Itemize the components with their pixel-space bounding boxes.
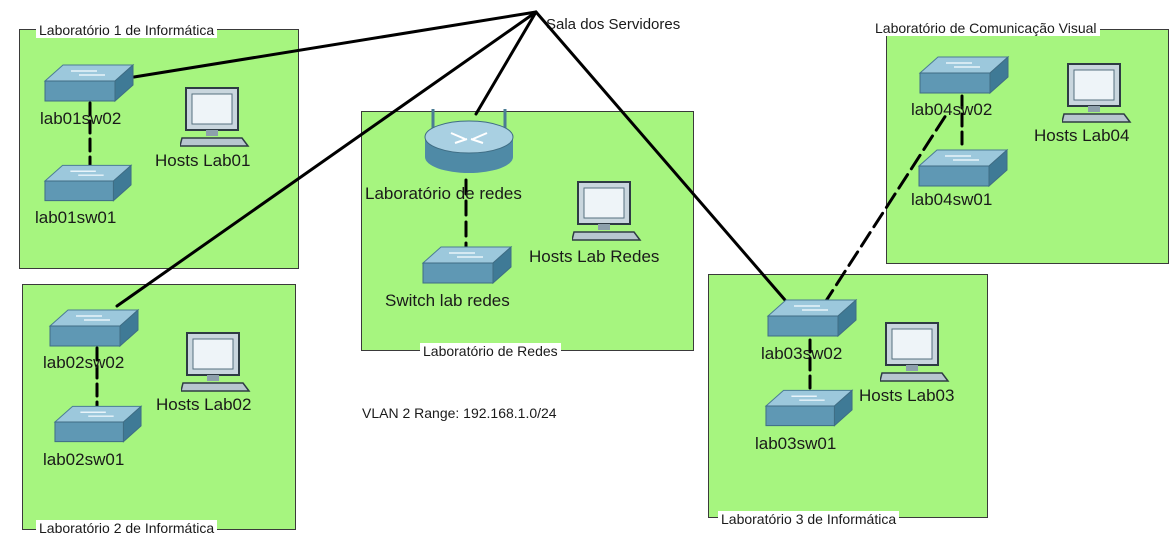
switch-icon[interactable] — [53, 404, 143, 444]
router-icon[interactable] — [421, 105, 517, 177]
link-lab03-lab04 — [822, 110, 950, 306]
lab02-sw-top-label: lab02sw02 — [43, 353, 125, 372]
lab02-sw-bottom-label: lab02sw01 — [43, 450, 125, 469]
switch-icon[interactable] — [43, 163, 133, 203]
router-label: Laboratório de redes — [365, 184, 522, 203]
lab01-hosts-label: Hosts Lab01 — [155, 151, 251, 170]
lab-redes-title: Laboratório de Redes — [420, 343, 561, 359]
redes-switch-label: Switch lab redes — [385, 291, 510, 310]
switch-icon[interactable] — [917, 148, 1009, 188]
redes-hosts-label: Hosts Lab Redes — [529, 247, 660, 266]
lab04-sw-top-label: lab04sw02 — [911, 100, 993, 119]
lab04-sw-bottom-label: lab04sw01 — [911, 190, 993, 209]
link-server-router — [474, 10, 538, 116]
link-server-lab03 — [534, 10, 787, 302]
lab03-sw-bottom-label: lab03sw01 — [755, 434, 837, 453]
lab01-sw-top-label: lab01sw02 — [40, 109, 122, 128]
link-server-lab02 — [115, 10, 538, 308]
server-room-label: Sala dos Servidores — [546, 16, 681, 33]
pc-icon[interactable] — [572, 180, 642, 242]
lab04-hosts-label: Hosts Lab04 — [1034, 126, 1130, 145]
pc-icon[interactable] — [1062, 62, 1132, 124]
lab04-title: Laboratório de Comunicação Visual — [872, 20, 1100, 36]
switch-icon[interactable] — [420, 245, 514, 285]
pc-icon[interactable] — [181, 331, 251, 393]
lab01-title: Laboratório 1 de Informática — [36, 22, 218, 38]
lab03-title: Laboratório 3 de Informática — [718, 511, 900, 527]
lab01-sw-bottom-label: lab01sw01 — [35, 208, 117, 227]
vlan-note: VLAN 2 Range: 192.168.1.0/24 — [362, 405, 557, 421]
lab03-sw-top-label: lab03sw02 — [761, 344, 843, 363]
lab03-hosts-label: Hosts Lab03 — [859, 386, 955, 405]
switch-icon[interactable] — [764, 388, 854, 428]
link-server-lab01 — [132, 10, 538, 79]
pc-icon[interactable] — [880, 321, 950, 383]
switch-icon[interactable] — [766, 298, 858, 338]
switch-icon[interactable] — [43, 63, 135, 103]
pc-icon[interactable] — [180, 86, 250, 148]
lab02-hosts-label: Hosts Lab02 — [156, 395, 252, 414]
switch-icon[interactable] — [48, 308, 140, 348]
switch-icon[interactable] — [917, 55, 1011, 95]
